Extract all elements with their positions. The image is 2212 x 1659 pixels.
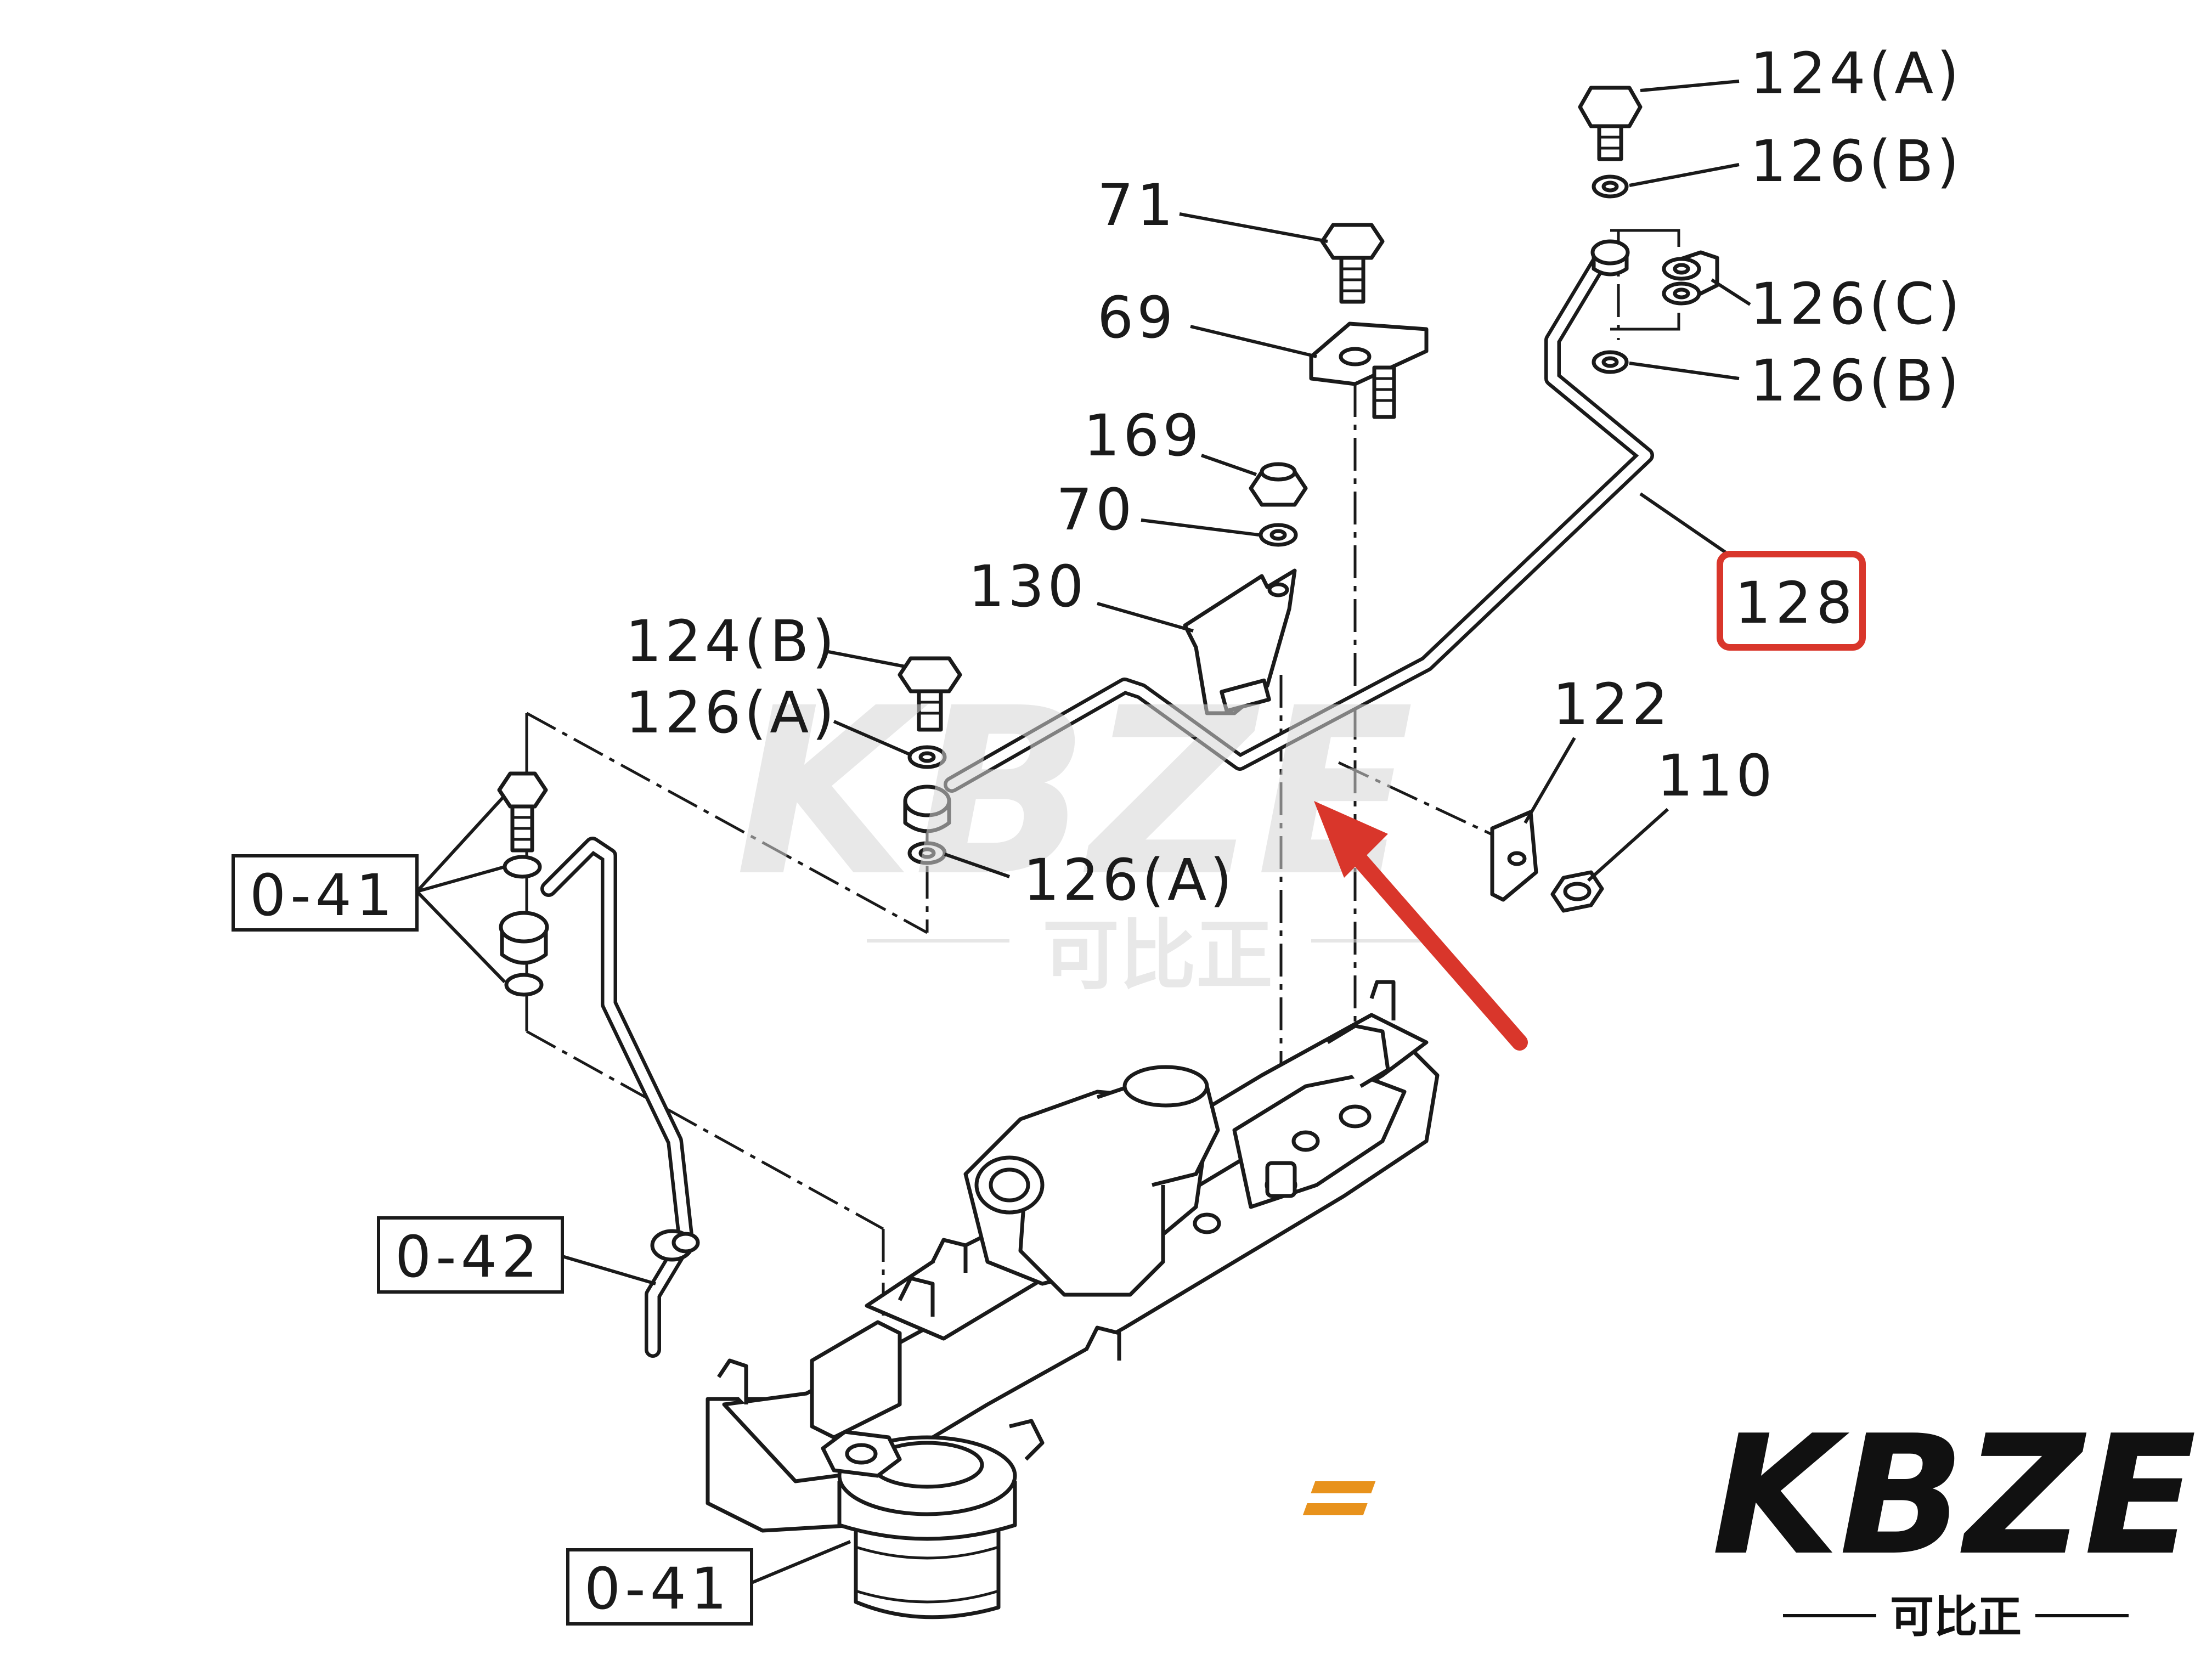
logo-accent-stripe-2 [1302,1503,1368,1515]
label-126c: 126(C) [1750,270,1963,337]
brand-logo: KBZE 可比正 [1302,1400,2197,1643]
label-0-42: 0-42 [395,1223,542,1290]
highlight-arrow [1314,801,1528,1051]
label-126b-top: 126(B) [1750,128,1962,195]
label-70: 70 [1056,476,1135,543]
label-69: 69 [1097,284,1176,351]
label-71: 71 [1097,172,1176,239]
label-126b-bottom: 126(B) [1750,347,1962,414]
label-128: 128 [1735,569,1857,636]
left-return-pipe [497,771,700,1358]
right-banjo-stack [1578,86,1719,374]
label-110: 110 [1657,742,1776,809]
left-banjo-stack [898,656,962,865]
label-124a: 124(A) [1750,40,1962,107]
label-126a-top: 126(A) [625,679,838,746]
label-126a-bottom: 126(A) [1023,847,1235,913]
logo-text: KBZE [1712,1400,2197,1592]
oil-filter-assembly [821,1419,1045,1620]
logo-subtext: 可比正 [1890,1592,2022,1643]
logo-accent-stripe [1311,1481,1376,1493]
label-122: 122 [1553,671,1672,738]
oil-pipe-128 [944,250,1654,793]
bolt-71-bracket-69 [1309,223,1429,419]
part-labels: 124(A) 126(B) 126(C) 126(B) 71 69 169 70… [625,40,1963,913]
clamp-122-nut-110 [1490,810,1604,913]
label-0-41-bottom: 0-41 [584,1555,731,1622]
highlighted-part-128: 128 [1717,551,1866,651]
label-124b: 124(B) [625,608,838,675]
label-0-41-top: 0-41 [250,862,397,929]
watermark-subtext: 可比正 [1042,911,1273,1001]
engine-manifold [706,980,1440,1533]
leader-lines [415,80,1751,1584]
label-130: 130 [968,553,1087,620]
watermark-text: KBZE [735,659,1414,927]
center-watermark: KBZE 可比正 [735,659,1437,1001]
bracket-130-stack [1183,462,1308,715]
label-169: 169 [1084,402,1203,469]
reference-boxes: 0-41 0-42 0-41 [232,854,753,1626]
